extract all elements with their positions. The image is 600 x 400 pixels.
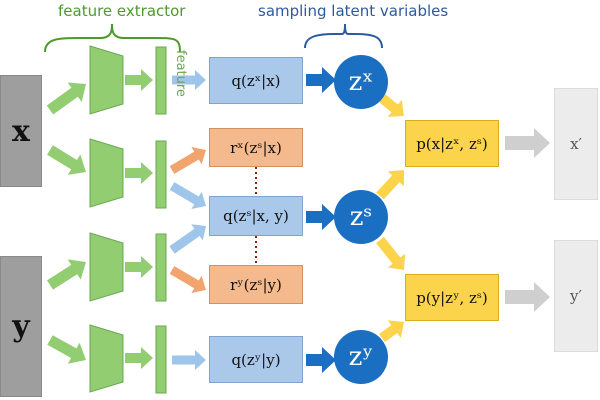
- posterior-qs-label: q(zˢ|x, y): [223, 207, 289, 225]
- output-x-prime-box: x′: [554, 88, 598, 200]
- arrow-zx-to-px: [378, 94, 404, 117]
- aux-ry-label: rʸ(zˢ|y): [230, 275, 282, 294]
- arrow-encoder-2-to-feature: [125, 162, 153, 184]
- latent-zs-label: zˢ: [349, 202, 373, 232]
- arrow-feature-1-to-qx: [172, 70, 206, 90]
- output-x-prime-label: x′: [570, 135, 582, 153]
- latent-zx-circle: zˣ: [334, 55, 388, 109]
- posterior-qs-box: q(zˢ|x, y): [209, 196, 303, 236]
- feature-bar-3: [155, 233, 167, 302]
- posterior-qx-label: q(zˣ|x): [231, 71, 281, 90]
- feature-bar-2: [155, 140, 167, 209]
- decoder-py-box: p(y|zʸ, zˢ): [405, 274, 499, 321]
- latent-zy-circle: zʸ: [334, 330, 388, 384]
- arrow-qy-to-zy: [306, 347, 336, 373]
- arrow-feature-4-to-qy: [172, 350, 206, 370]
- arrow-feature-2-to-qs: [169, 182, 206, 209]
- input-y-label: y: [12, 309, 30, 344]
- arrow-encoder-4-to-feature: [125, 347, 153, 369]
- posterior-qx-box: q(zˣ|x): [209, 57, 303, 104]
- latent-zx-label: zˣ: [348, 67, 374, 97]
- feature-label: feature: [173, 50, 188, 97]
- encoder-trapezoid-4: [89, 324, 124, 393]
- arrow-py-to-y-prime: [505, 282, 550, 312]
- feature-extractor-brace: [44, 23, 181, 53]
- arrow-qx-to-zx: [306, 67, 336, 93]
- aux-ry-box: rʸ(zˢ|y): [209, 265, 303, 304]
- arrow-x-to-encoder-2: [47, 145, 86, 175]
- arrow-y-to-encoder-3: [47, 259, 86, 290]
- arrow-qs-to-zs: [306, 204, 336, 230]
- posterior-qy-label: q(zʸ|y): [231, 350, 281, 369]
- input-x-box: x: [0, 75, 42, 187]
- posterior-qy-box: q(zʸ|y): [209, 336, 303, 383]
- encoder-trapezoid-1: [89, 45, 124, 115]
- arrow-encoder-3-to-feature: [125, 256, 153, 278]
- arrow-feature-3-to-qs: [169, 224, 206, 254]
- aux-rx-box: rˣ(zˢ|x): [209, 128, 303, 167]
- arrow-feature-2-to-rx: [169, 147, 206, 174]
- arrow-x-to-encoder-1: [46, 82, 86, 115]
- arrow-feature-3-to-ry: [169, 266, 206, 293]
- decoder-px-box: p(x|zˣ, zˢ): [405, 120, 499, 167]
- arrow-y-to-encoder-4: [47, 335, 86, 364]
- decoder-px-label: p(x|zˣ, zˢ): [416, 134, 488, 153]
- arrow-zs-to-py: [376, 236, 406, 270]
- encoder-trapezoid-3: [89, 232, 124, 302]
- encoder-trapezoid-2: [89, 138, 124, 208]
- sampling-latent-label: sampling latent variables: [258, 2, 449, 20]
- output-y-prime-label: y′: [570, 287, 582, 305]
- feature-bar-4: [155, 325, 167, 394]
- feature-bar-1: [155, 46, 167, 115]
- sampling-brace: [304, 23, 383, 49]
- arrow-zs-to-px: [376, 170, 404, 200]
- input-x-label: x: [12, 113, 30, 149]
- decoder-py-label: p(y|zʸ, zˢ): [416, 288, 488, 307]
- latent-zs-circle: zˢ: [334, 190, 388, 244]
- arrow-zy-to-py: [379, 320, 404, 342]
- input-y-box: y: [0, 256, 42, 397]
- arrow-px-to-x-prime: [505, 128, 550, 158]
- feature-extractor-label: feature extractor: [58, 2, 186, 20]
- latent-zy-label: zʸ: [348, 342, 374, 372]
- output-y-prime-box: y′: [554, 240, 598, 352]
- arrow-encoder-1-to-feature: [125, 69, 153, 91]
- aux-rx-label: rˣ(zˢ|x): [230, 138, 282, 157]
